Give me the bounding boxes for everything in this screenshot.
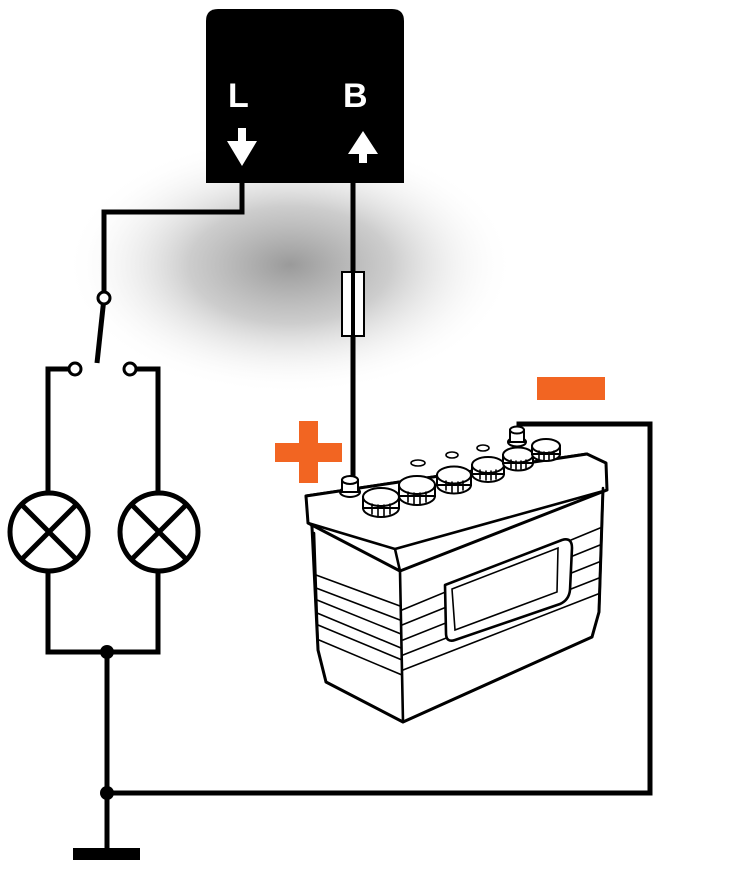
arrow-up-icon: [348, 131, 378, 163]
battery-label-panel: [443, 538, 574, 642]
switch-blade: [94, 297, 107, 364]
wire-l-output: [101, 180, 245, 293]
battery-vents: [410, 444, 490, 467]
switch-contact-right: [122, 361, 138, 377]
control-unit: L B: [206, 9, 404, 183]
switch: [67, 290, 138, 377]
lamp-left: [7, 490, 91, 574]
wiring: [45, 180, 653, 858]
pin-l-label: L: [228, 77, 249, 115]
switch-pivot: [96, 290, 112, 306]
battery-terminal-negative: [507, 425, 527, 448]
battery-cell-caps: [362, 438, 561, 518]
positive-marker: [275, 421, 342, 483]
ground-icon: [73, 848, 140, 860]
junction-lamps: [100, 645, 114, 659]
unit-shadow: [65, 135, 515, 395]
battery: [304, 425, 609, 724]
negative-marker: [537, 377, 605, 400]
control-unit-body: [206, 9, 404, 183]
wire-battery-negative: [104, 421, 653, 796]
lamp-cross-icon: [7, 490, 201, 574]
pin-b-label: B: [343, 77, 368, 115]
arrow-down-icon: [227, 128, 257, 166]
junction-ground: [100, 786, 114, 800]
battery-terminal-positive: [339, 475, 361, 498]
lamp-right: [117, 490, 201, 574]
switch-contact-left: [67, 361, 83, 377]
